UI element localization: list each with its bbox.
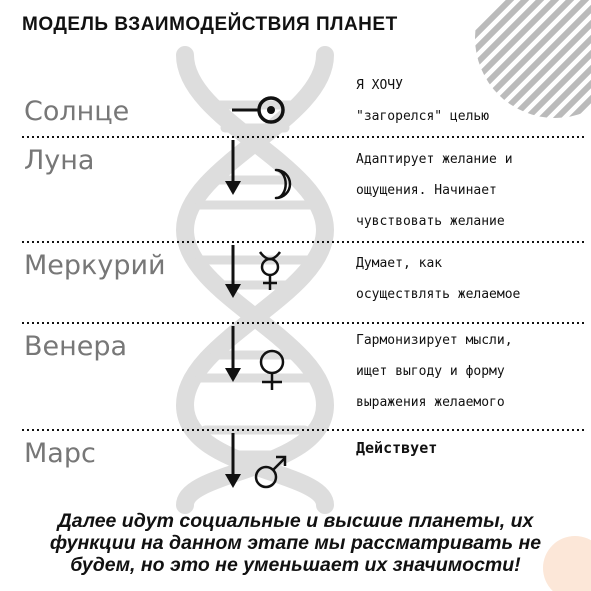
desc-line: выражения желаемого bbox=[356, 395, 505, 410]
mercury-icon bbox=[258, 251, 282, 290]
desc-line: чувствовать желание bbox=[356, 214, 505, 229]
planet-desc-venus: Гармонизирует мысли, ищет выгоду и форму… bbox=[356, 325, 513, 418]
desc-line: Адаптирует желание и bbox=[356, 152, 513, 167]
planet-name-moon: Луна bbox=[24, 145, 95, 176]
footer-line: Далее идут социальные и высшие планеты, … bbox=[57, 510, 534, 532]
planet-name-mercury: Меркурий bbox=[24, 250, 166, 281]
desc-line: ищет выгоду и форму bbox=[356, 364, 505, 379]
planet-name-venus: Венера bbox=[24, 331, 128, 362]
desc-line: Думает, как bbox=[356, 256, 443, 271]
peach-circle-decoration bbox=[543, 536, 591, 591]
planet-desc-moon: Адаптирует желание и ощущения. Начинает … bbox=[356, 144, 513, 237]
page-title: МОДЕЛЬ ВЗАИМОДЕЙСТВИЯ ПЛАНЕТ bbox=[22, 14, 398, 35]
sun-icon bbox=[257, 96, 285, 124]
footer-line: функции на данном этапе мы рассматривать… bbox=[49, 532, 542, 554]
dotted-separators bbox=[22, 136, 586, 431]
mars-icon bbox=[254, 455, 287, 489]
flow-arrows bbox=[225, 140, 241, 488]
footer-line: будем, но это не уменьшает их значимости… bbox=[70, 554, 521, 576]
desc-line: Действует bbox=[356, 439, 438, 457]
planet-desc-mars: Действует bbox=[356, 433, 437, 464]
desc-line: Я ХОЧУ bbox=[356, 78, 403, 93]
desc-line: ощущения. Начинает bbox=[356, 183, 497, 198]
footer-note: Далее идут социальные и высшие планеты, … bbox=[10, 510, 581, 576]
moon-icon bbox=[274, 168, 292, 200]
planet-name-sun: Солнце bbox=[24, 96, 130, 127]
desc-line: "загорелся" целью bbox=[356, 109, 490, 124]
planet-name-mars: Марс bbox=[24, 438, 96, 469]
dna-helix-decoration bbox=[175, 46, 335, 514]
desc-line: Гармонизирует мысли, bbox=[356, 333, 513, 348]
planet-desc-mercury: Думает, как осуществлять желаемое bbox=[356, 248, 520, 310]
desc-line: осуществлять желаемое bbox=[356, 287, 521, 302]
planet-desc-sun: Я ХОЧУ "загорелся" целью bbox=[356, 70, 489, 132]
venus-icon bbox=[259, 349, 285, 390]
